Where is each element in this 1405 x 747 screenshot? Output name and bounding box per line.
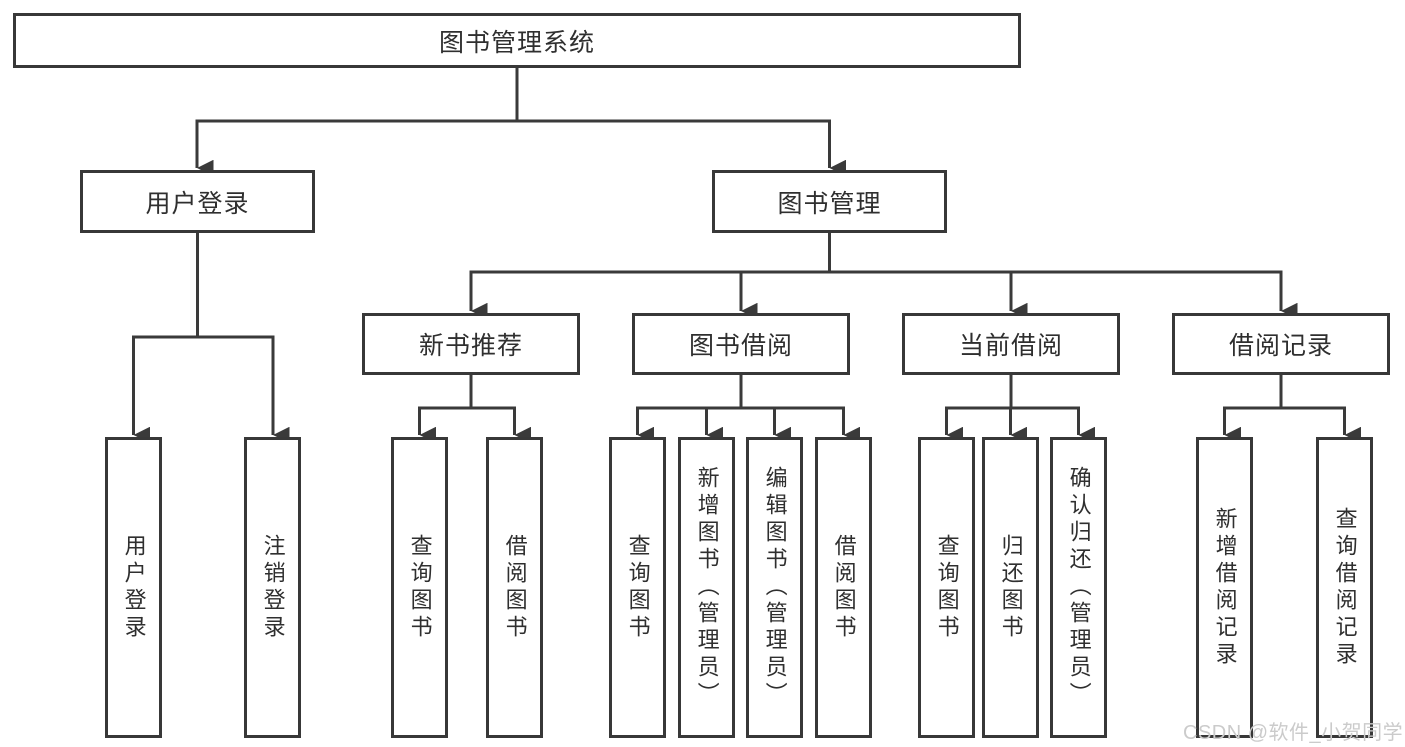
node-label: 查询借阅记录 (1332, 506, 1358, 669)
node-current-borrow: 当前借阅 (902, 313, 1120, 375)
node-label: 归还图书 (998, 533, 1024, 642)
node-label: 新增图书（管理员） (694, 466, 720, 709)
node-library-management-system: 图书管理系统 (13, 13, 1021, 68)
leaf-edit-book-admin: 编辑图书（管理员） (746, 437, 803, 738)
node-label: 用户登录 (145, 189, 250, 218)
node-label: 借阅图书 (831, 533, 857, 642)
node-new-book-recommend: 新书推荐 (362, 313, 580, 375)
node-label: 查询图书 (625, 533, 651, 642)
node-label: 图书借阅 (688, 332, 793, 360)
node-label: 图书管理系统 (438, 28, 595, 57)
node-label: 新增借阅记录 (1212, 506, 1238, 669)
node-label: 编辑图书（管理员） (762, 466, 788, 709)
leaf-confirm-return-admin: 确认归还（管理员） (1050, 437, 1107, 738)
leaf-query-borrow-record: 查询借阅记录 (1316, 437, 1373, 738)
node-label: 查询图书 (934, 533, 960, 642)
node-label: 借阅图书 (502, 533, 528, 642)
leaf-logout: 注销登录 (244, 437, 301, 738)
node-label: 确认归还（管理员） (1066, 466, 1092, 709)
leaf-user-login: 用户登录 (105, 437, 162, 738)
node-book-borrow: 图书借阅 (632, 313, 850, 375)
node-label: 当前借阅 (958, 332, 1063, 360)
node-label: 用户登录 (121, 533, 147, 642)
node-label: 注销登录 (260, 533, 286, 642)
leaf-borrow-books: 借阅图书 (815, 437, 872, 738)
leaf-borrow-books-recommend: 借阅图书 (486, 437, 543, 738)
leaf-query-books-recommend: 查询图书 (391, 437, 448, 738)
node-label: 借阅记录 (1228, 332, 1333, 360)
leaf-query-books-borrow: 查询图书 (609, 437, 666, 738)
leaf-add-book-admin: 新增图书（管理员） (678, 437, 735, 738)
leaf-return-book: 归还图书 (982, 437, 1039, 738)
node-user-login: 用户登录 (80, 170, 315, 233)
leaf-query-books-current: 查询图书 (918, 437, 975, 738)
node-borrow-records: 借阅记录 (1172, 313, 1390, 375)
node-book-management: 图书管理 (712, 170, 947, 233)
csdn-watermark: CSDN @软件_小贺同学 (1183, 722, 1404, 744)
node-label: 查询图书 (407, 533, 433, 642)
node-label: 新书推荐 (418, 332, 523, 360)
node-label: 图书管理 (777, 189, 882, 218)
leaf-add-borrow-record: 新增借阅记录 (1196, 437, 1253, 738)
